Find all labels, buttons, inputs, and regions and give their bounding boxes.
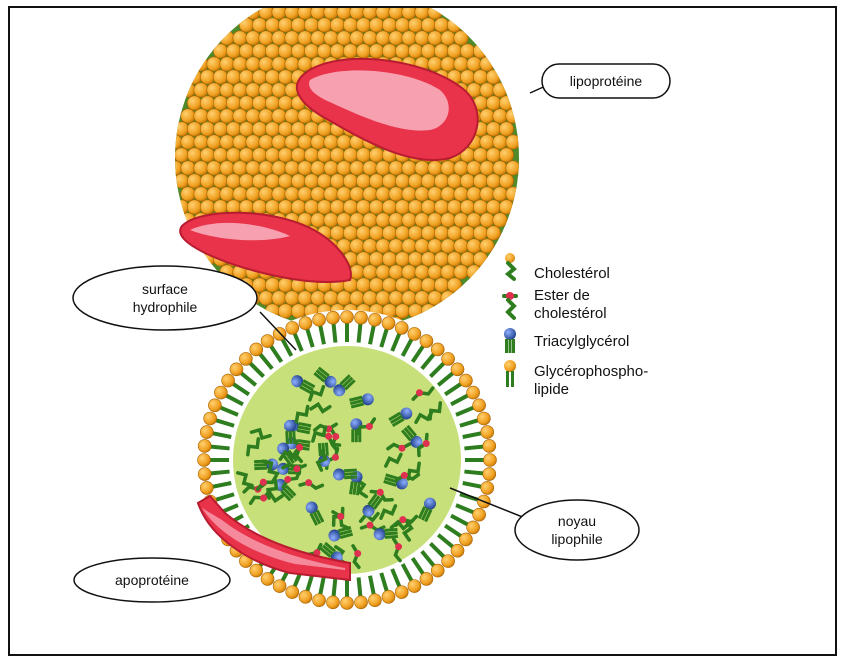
lipoproteine-label: lipoprotéine: [570, 73, 643, 89]
noyau-label-1: noyau: [558, 513, 596, 529]
cholesterol-ester-icon: [504, 292, 516, 318]
apoproteine-callout: apoprotéine: [74, 558, 230, 602]
legend-glycerophospholipid-label-2: lipide: [534, 381, 569, 398]
legend-triacylglycerol-label: Triacylglycérol: [534, 333, 629, 350]
legend-glycerophospholipid-label-1: Glycérophospho-: [534, 363, 648, 380]
surface-label-2: hydrophile: [133, 299, 198, 315]
apoproteine-label: apoprotéine: [115, 572, 189, 588]
triacylglycerol-icon: [504, 328, 516, 353]
surface-label-1: surface: [142, 281, 188, 297]
glycerophospholipid-icon: [504, 360, 516, 387]
figure-frame: lipoprotéine Cholestérol Ester de choles…: [8, 6, 837, 656]
lipoproteine-callout: lipoprotéine: [530, 64, 670, 98]
legend-cholesterol-label: Cholestérol: [534, 265, 610, 282]
legend: Cholestérol Ester de cholestérol Triacyl…: [504, 253, 648, 398]
noyau-label-2: lipophile: [551, 531, 603, 547]
cholesterol-icon: [505, 253, 515, 279]
legend-ester-label-2: cholestérol: [534, 305, 607, 322]
lipoprotein-cross-section: [197, 310, 497, 610]
legend-ester-label-1: Ester de: [534, 287, 590, 304]
lipoprotein-diagram: lipoprotéine Cholestérol Ester de choles…: [10, 8, 839, 658]
